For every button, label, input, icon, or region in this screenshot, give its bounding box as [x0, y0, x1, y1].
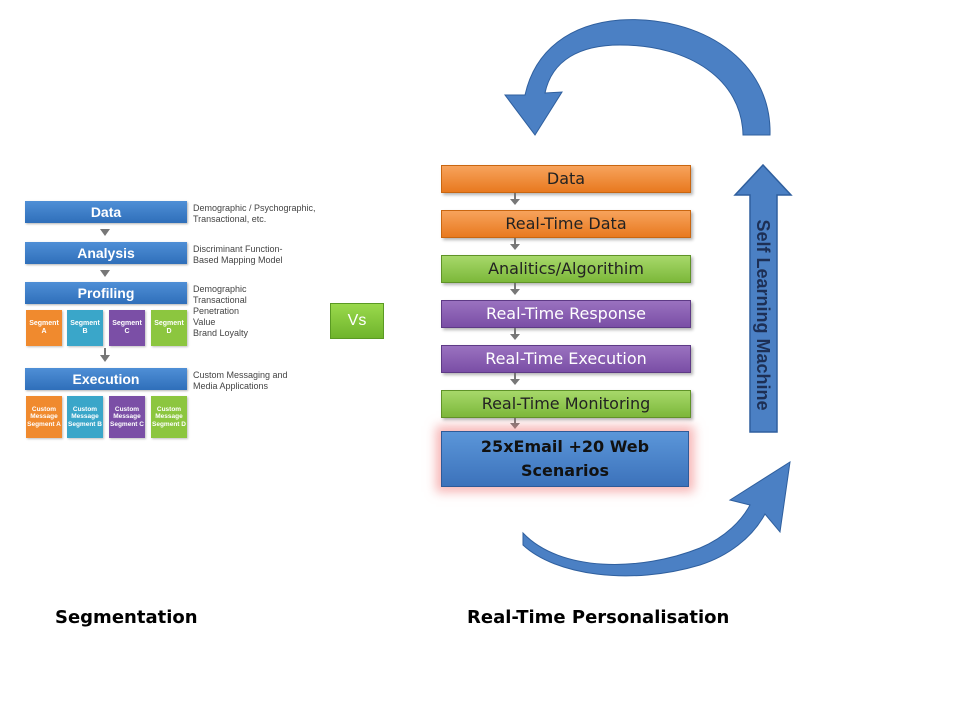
down-arrow-icon [100, 355, 110, 362]
down-arrow-icon [510, 334, 520, 340]
connector-line [514, 283, 516, 289]
stage-profiling-desc: Demographic Transactional Penetration Va… [193, 284, 249, 338]
segment-b: Segment B [67, 310, 103, 346]
connector-line [514, 373, 516, 379]
segment-c: Segment C [109, 310, 145, 346]
top-curved-arrow [504, 19, 771, 136]
down-arrow-icon [100, 270, 110, 277]
stage-execution-desc: Custom Messaging and Media Applications [193, 370, 288, 391]
custom-segment-a: Custom Message Segment A [26, 396, 62, 438]
connector-line [514, 193, 516, 199]
connector-line [514, 238, 516, 244]
stage-data: Data [25, 201, 187, 223]
self-learning-label: Self Learning Machine [753, 219, 773, 411]
stage-profiling: Profiling [25, 282, 187, 304]
connector-line [104, 348, 106, 356]
step-real-time-monitoring: Real-Time Monitoring [441, 390, 691, 418]
custom-segment-c: Custom Message Segment C [109, 396, 145, 438]
vs-badge: Vs [330, 303, 384, 339]
vertical-up-arrow [733, 163, 793, 433]
custom-segment-b: Custom Message Segment B [67, 396, 103, 438]
down-arrow-icon [510, 423, 520, 429]
segmentation-caption: Segmentation [55, 607, 198, 628]
step-analytics: Analitics/Algorithim [441, 255, 691, 283]
stage-execution: Execution [25, 368, 187, 390]
down-arrow-icon [510, 199, 520, 205]
bottom-curved-arrow [522, 460, 791, 577]
connector-line [514, 418, 516, 424]
connector-line [514, 328, 516, 334]
down-arrow-icon [100, 229, 110, 236]
step-real-time-response: Real-Time Response [441, 300, 691, 328]
step-real-time-execution: Real-Time Execution [441, 345, 691, 373]
custom-segment-d: Custom Message Segment D [151, 396, 187, 438]
final-scenarios-box: 25xEmail +20 Web Scenarios [441, 431, 689, 487]
stage-data-desc: Demographic / Psychographic, Transaction… [193, 203, 316, 224]
step-real-time-data: Real-Time Data [441, 210, 691, 238]
stage-analysis-desc: Discriminant Function- Based Mapping Mod… [193, 244, 283, 265]
step-data: Data [441, 165, 691, 193]
personalisation-caption: Real-Time Personalisation [467, 607, 730, 628]
stage-analysis: Analysis [25, 242, 187, 264]
down-arrow-icon [510, 289, 520, 295]
down-arrow-icon [510, 244, 520, 250]
segment-d: Segment D [151, 310, 187, 346]
down-arrow-icon [510, 379, 520, 385]
segment-a: Segment A [26, 310, 62, 346]
